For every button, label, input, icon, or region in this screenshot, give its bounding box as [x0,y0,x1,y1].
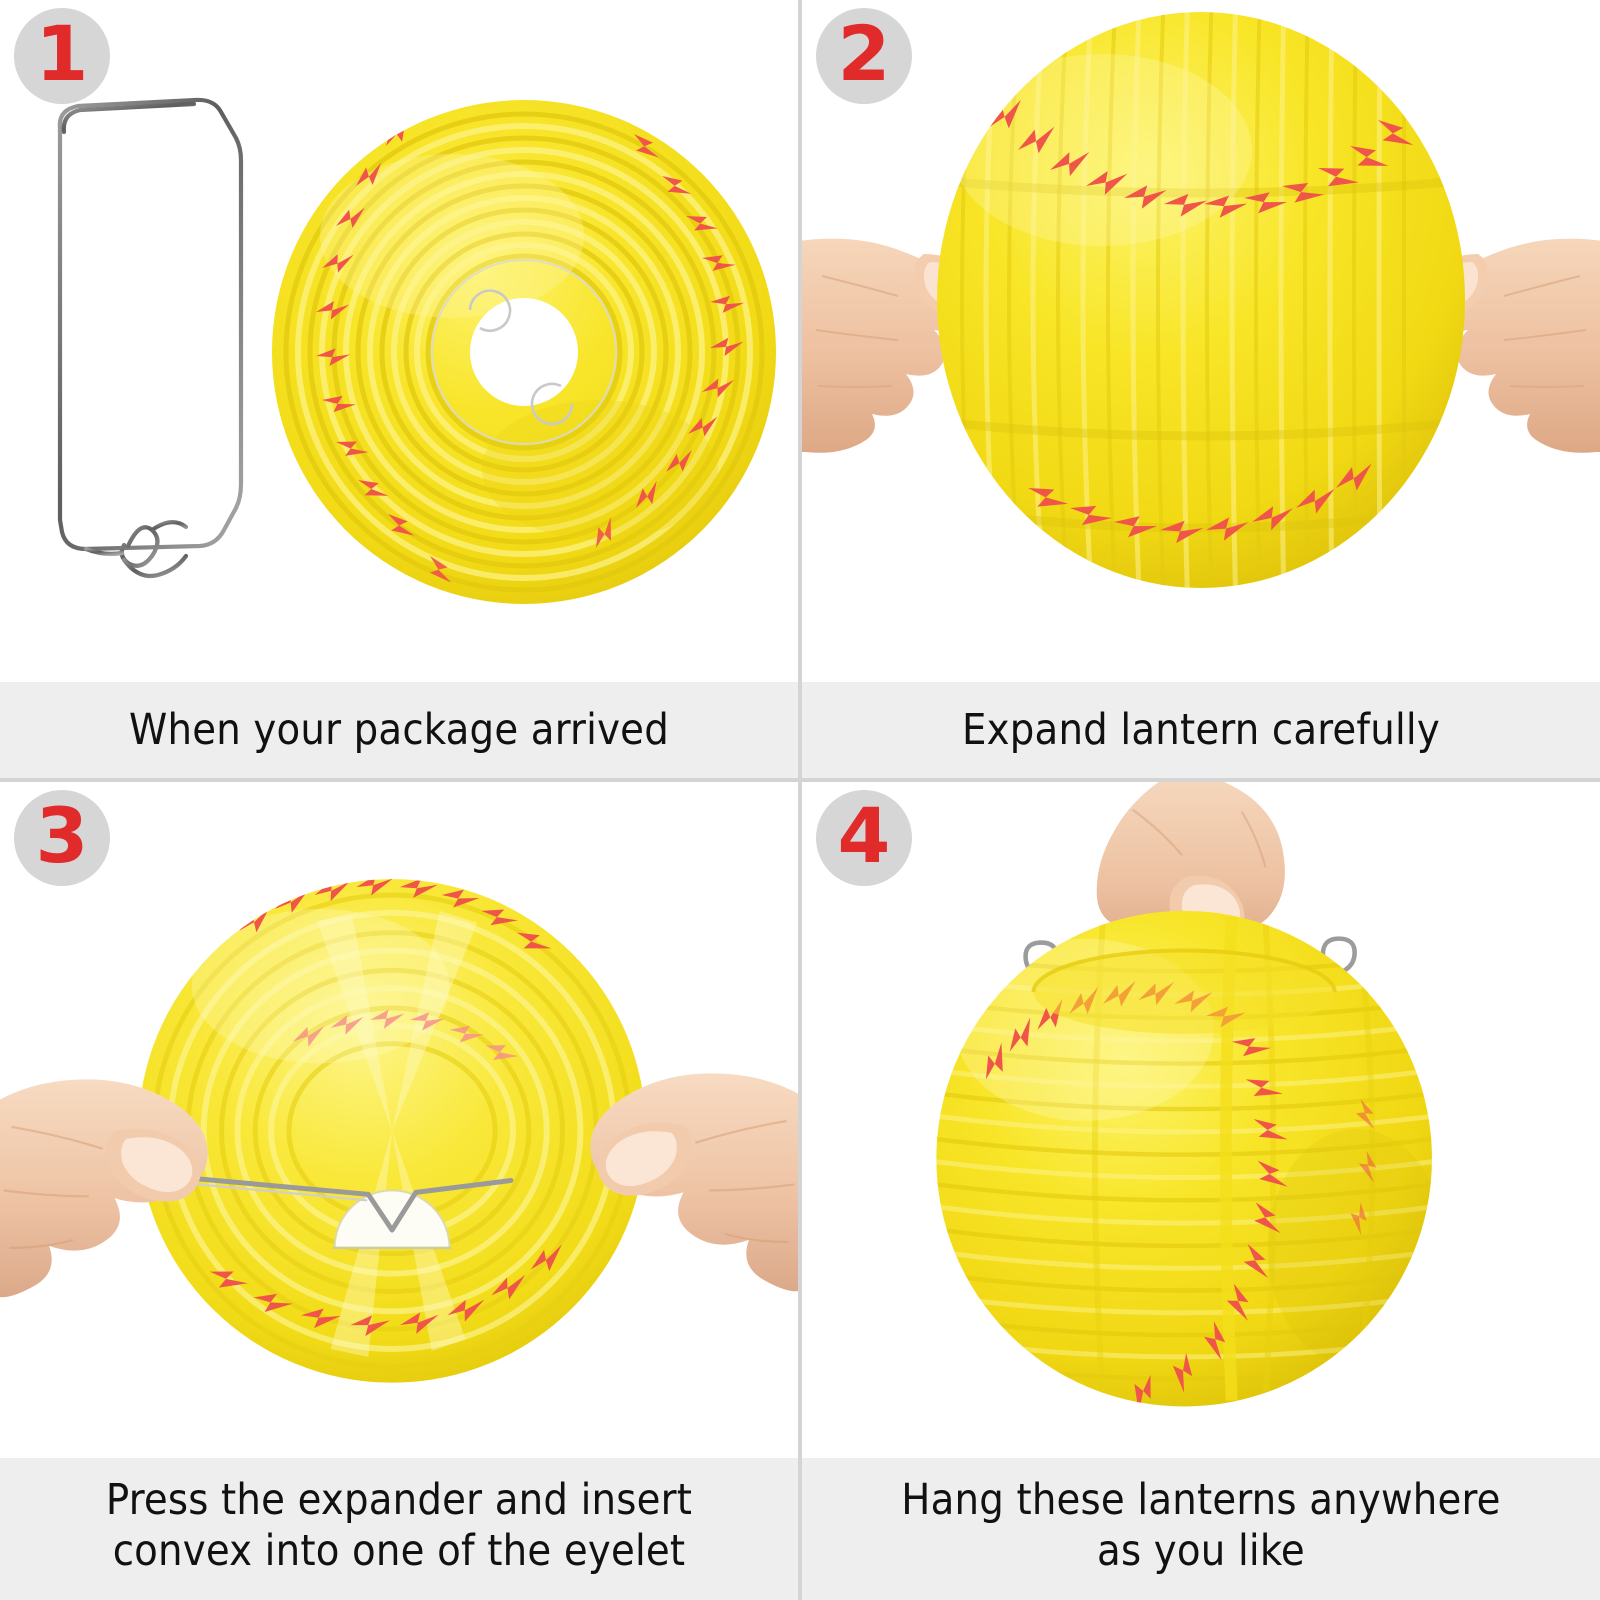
panel-3-illustration [0,782,798,1458]
caption-line: as you like [1097,1526,1305,1576]
step-badge-4: 4 [816,790,912,886]
panel-4-caption: Hang these lanterns anywhere as you like [802,1458,1600,1600]
step-badge-1: 1 [14,8,110,104]
panel-2: 2 Expand lantern carefully [802,0,1600,778]
step-badge-3: 3 [14,790,110,886]
step-number-1: 1 [35,9,89,98]
horizontal-divider [0,778,1600,782]
vertical-divider-top [798,0,802,778]
stitch-arc-top [988,99,1414,218]
panel-4: 4 Hang these lanterns anywhere as you li… [802,782,1600,1600]
caption-line: convex into one of the eyelet [112,1526,686,1576]
wire-expander [169,1174,514,1233]
step-number-3: 3 [35,791,89,880]
panel-4-stage: 4 [802,782,1600,1458]
left-hand [0,1079,208,1298]
panel-3-stage: 3 [0,782,798,1458]
vertical-divider-bottom [798,782,802,1600]
stitch-arc-right [634,134,745,508]
panel-1: 1 When your package arrived [0,0,798,778]
step-number-4: 4 [837,791,891,880]
caption-line: Hang these lanterns anywhere [901,1475,1501,1526]
wire-expander [57,97,244,579]
finished-lantern-ball [936,910,1432,1407]
panel-2-caption: Expand lantern carefully [802,682,1600,778]
eyelet [332,1189,452,1250]
right-hand [590,1073,798,1292]
caption-line: When your package arrived [129,704,669,755]
panel-3: 3 Press the expander and insert convex i… [0,782,798,1600]
stitch-arc-right [1134,1038,1288,1407]
panel-1-caption: When your package arrived [0,682,798,778]
panel-4-illustration [802,782,1600,1458]
lantern-interior [138,879,646,1383]
stitch-arc-bottom [1028,463,1372,544]
step-number-2: 2 [837,9,891,98]
panel-1-stage: 1 [0,0,798,682]
step-badge-2: 2 [816,8,912,104]
panel-1-illustration [0,0,798,682]
panel-3-caption: Press the expander and insert convex int… [0,1458,798,1600]
eyelet [468,289,574,426]
caption-line: Expand lantern carefully [962,704,1440,755]
caption-line: Press the expander and insert [105,1475,693,1526]
stitch-arc-left [316,118,415,536]
collapsed-lantern-disc [272,100,776,604]
panel-2-stage: 2 [802,0,1600,682]
panel-2-illustration [802,0,1600,682]
expanded-lantern-ball [937,12,1465,588]
